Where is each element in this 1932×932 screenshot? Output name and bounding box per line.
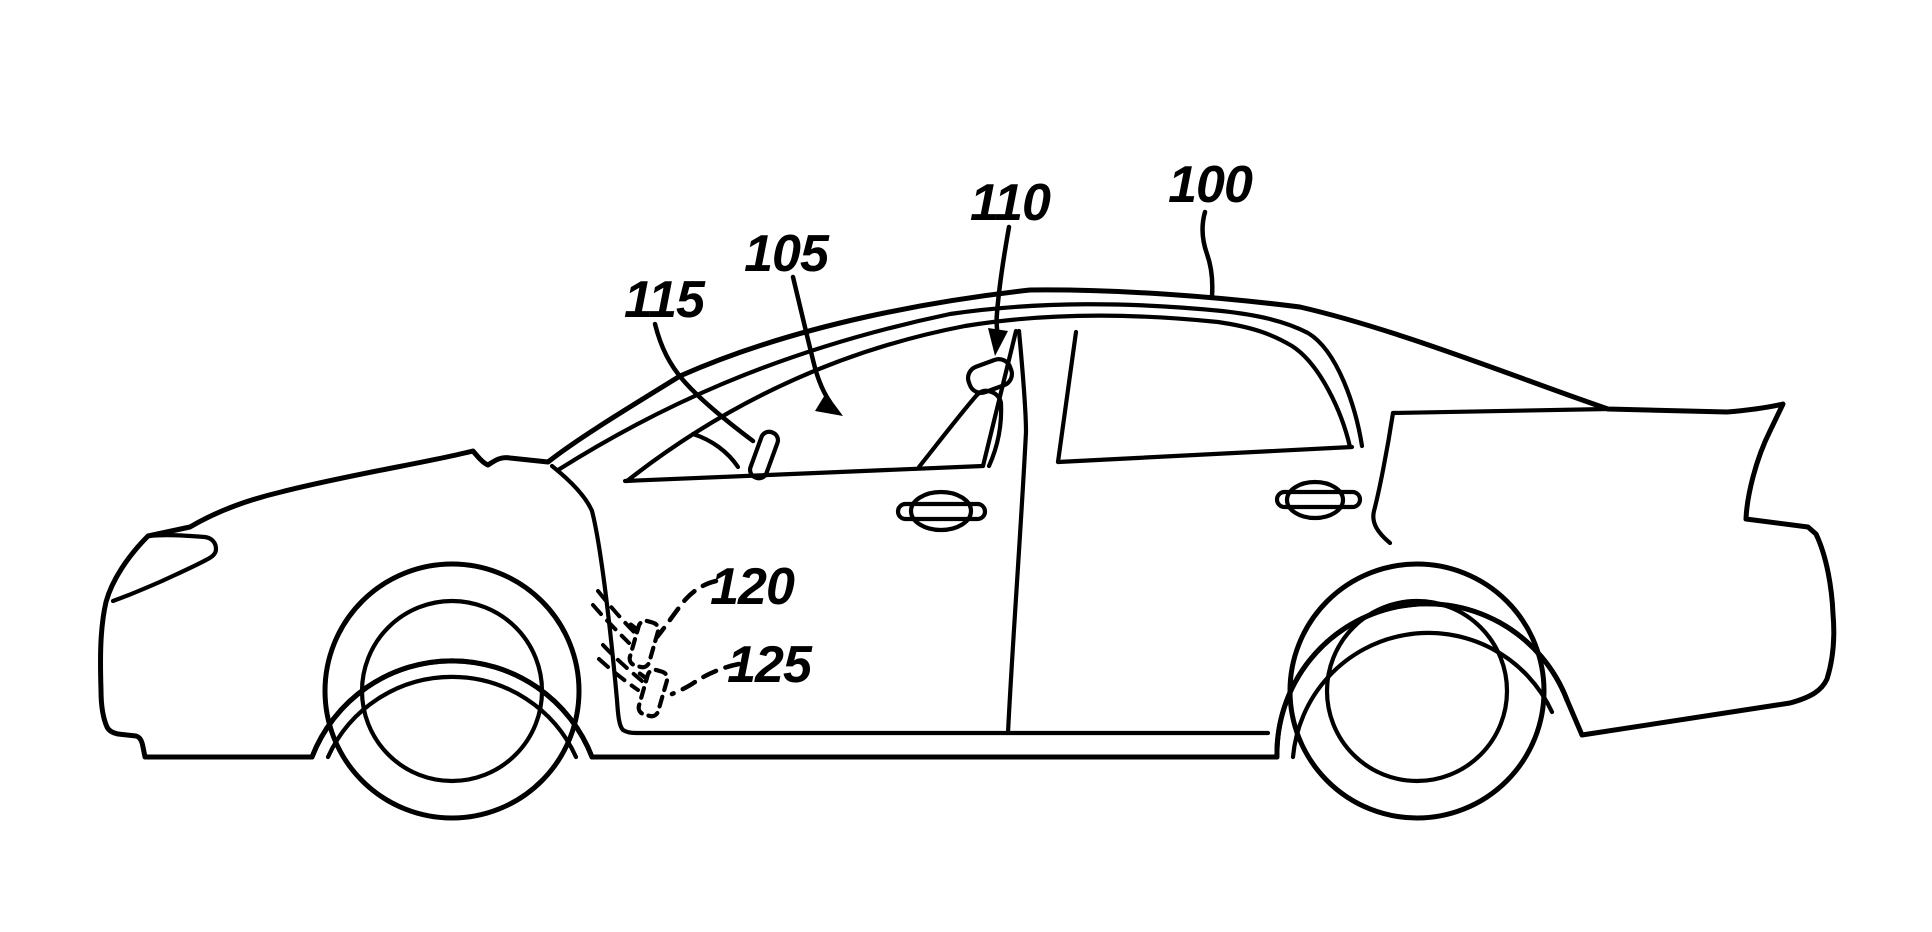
b-pillar-door-gap <box>1005 328 1029 736</box>
leader-125 <box>669 661 742 697</box>
sensor-wire-4 <box>597 657 640 692</box>
leader-105 <box>790 274 833 405</box>
leader-100 <box>1200 209 1215 299</box>
concealed-sensors <box>591 589 670 719</box>
label-100: 100 <box>1168 156 1253 214</box>
label-115: 115 <box>624 271 706 329</box>
door-sensor-lower <box>636 667 670 719</box>
cabin-interior <box>690 357 1015 481</box>
front-handle-grip <box>895 501 988 522</box>
rear-rim <box>1324 598 1510 784</box>
door-sensor-upper-tab <box>628 622 640 632</box>
rear-tire <box>1287 561 1547 821</box>
rear-door-trailing-edge <box>1371 410 1396 546</box>
leader-105-arrowhead <box>815 393 843 416</box>
sensor-wire-1 <box>596 589 637 635</box>
front-wheel-arch-inner <box>325 674 579 760</box>
label-120: 120 <box>710 558 795 616</box>
label-125: 125 <box>727 636 813 694</box>
label-105: 105 <box>744 225 830 283</box>
rear-wheel <box>1274 561 1570 821</box>
headlight <box>110 533 219 604</box>
roof-inner-line <box>555 302 1365 473</box>
leader-lines <box>652 209 1215 697</box>
front-wheel <box>309 561 595 821</box>
front-rim <box>359 598 545 784</box>
steering-wheel <box>747 429 781 481</box>
front-wheel-arch-outer <box>309 658 595 760</box>
leader-120 <box>654 578 719 640</box>
rear-handle-bezel <box>1284 479 1346 521</box>
rear-wheel-arch-outer <box>1274 601 1570 760</box>
door-sensor-upper <box>627 618 661 670</box>
leader-115 <box>652 321 756 444</box>
rear-window-sill <box>1055 444 1355 465</box>
label-110: 110 <box>970 174 1051 232</box>
front-tire <box>322 561 582 821</box>
rear-handle-grip <box>1274 489 1363 510</box>
seat-back <box>916 388 1004 470</box>
rear-deck-line <box>1390 406 1611 416</box>
rear-door-handle <box>1274 479 1363 521</box>
window-top-line <box>624 313 1353 484</box>
leader-110-arrowhead <box>988 328 1008 356</box>
front-door-handle <box>895 489 988 533</box>
front-window-sill <box>622 463 986 484</box>
headrest <box>965 357 1015 395</box>
rear-window-front-edge <box>1055 329 1079 465</box>
front-handle-bezel <box>908 489 974 533</box>
sensor-wire-3 <box>601 643 644 683</box>
door-sensor-lower-tab <box>637 671 649 681</box>
reference-numerals: 100 105 110 115 120 125 <box>624 156 1254 694</box>
sensor-wire-2 <box>591 603 631 645</box>
dashboard-arc <box>690 431 741 470</box>
front-door-edge-and-bottom <box>549 463 1271 736</box>
rear-wheel-arch-inner <box>1290 630 1555 760</box>
